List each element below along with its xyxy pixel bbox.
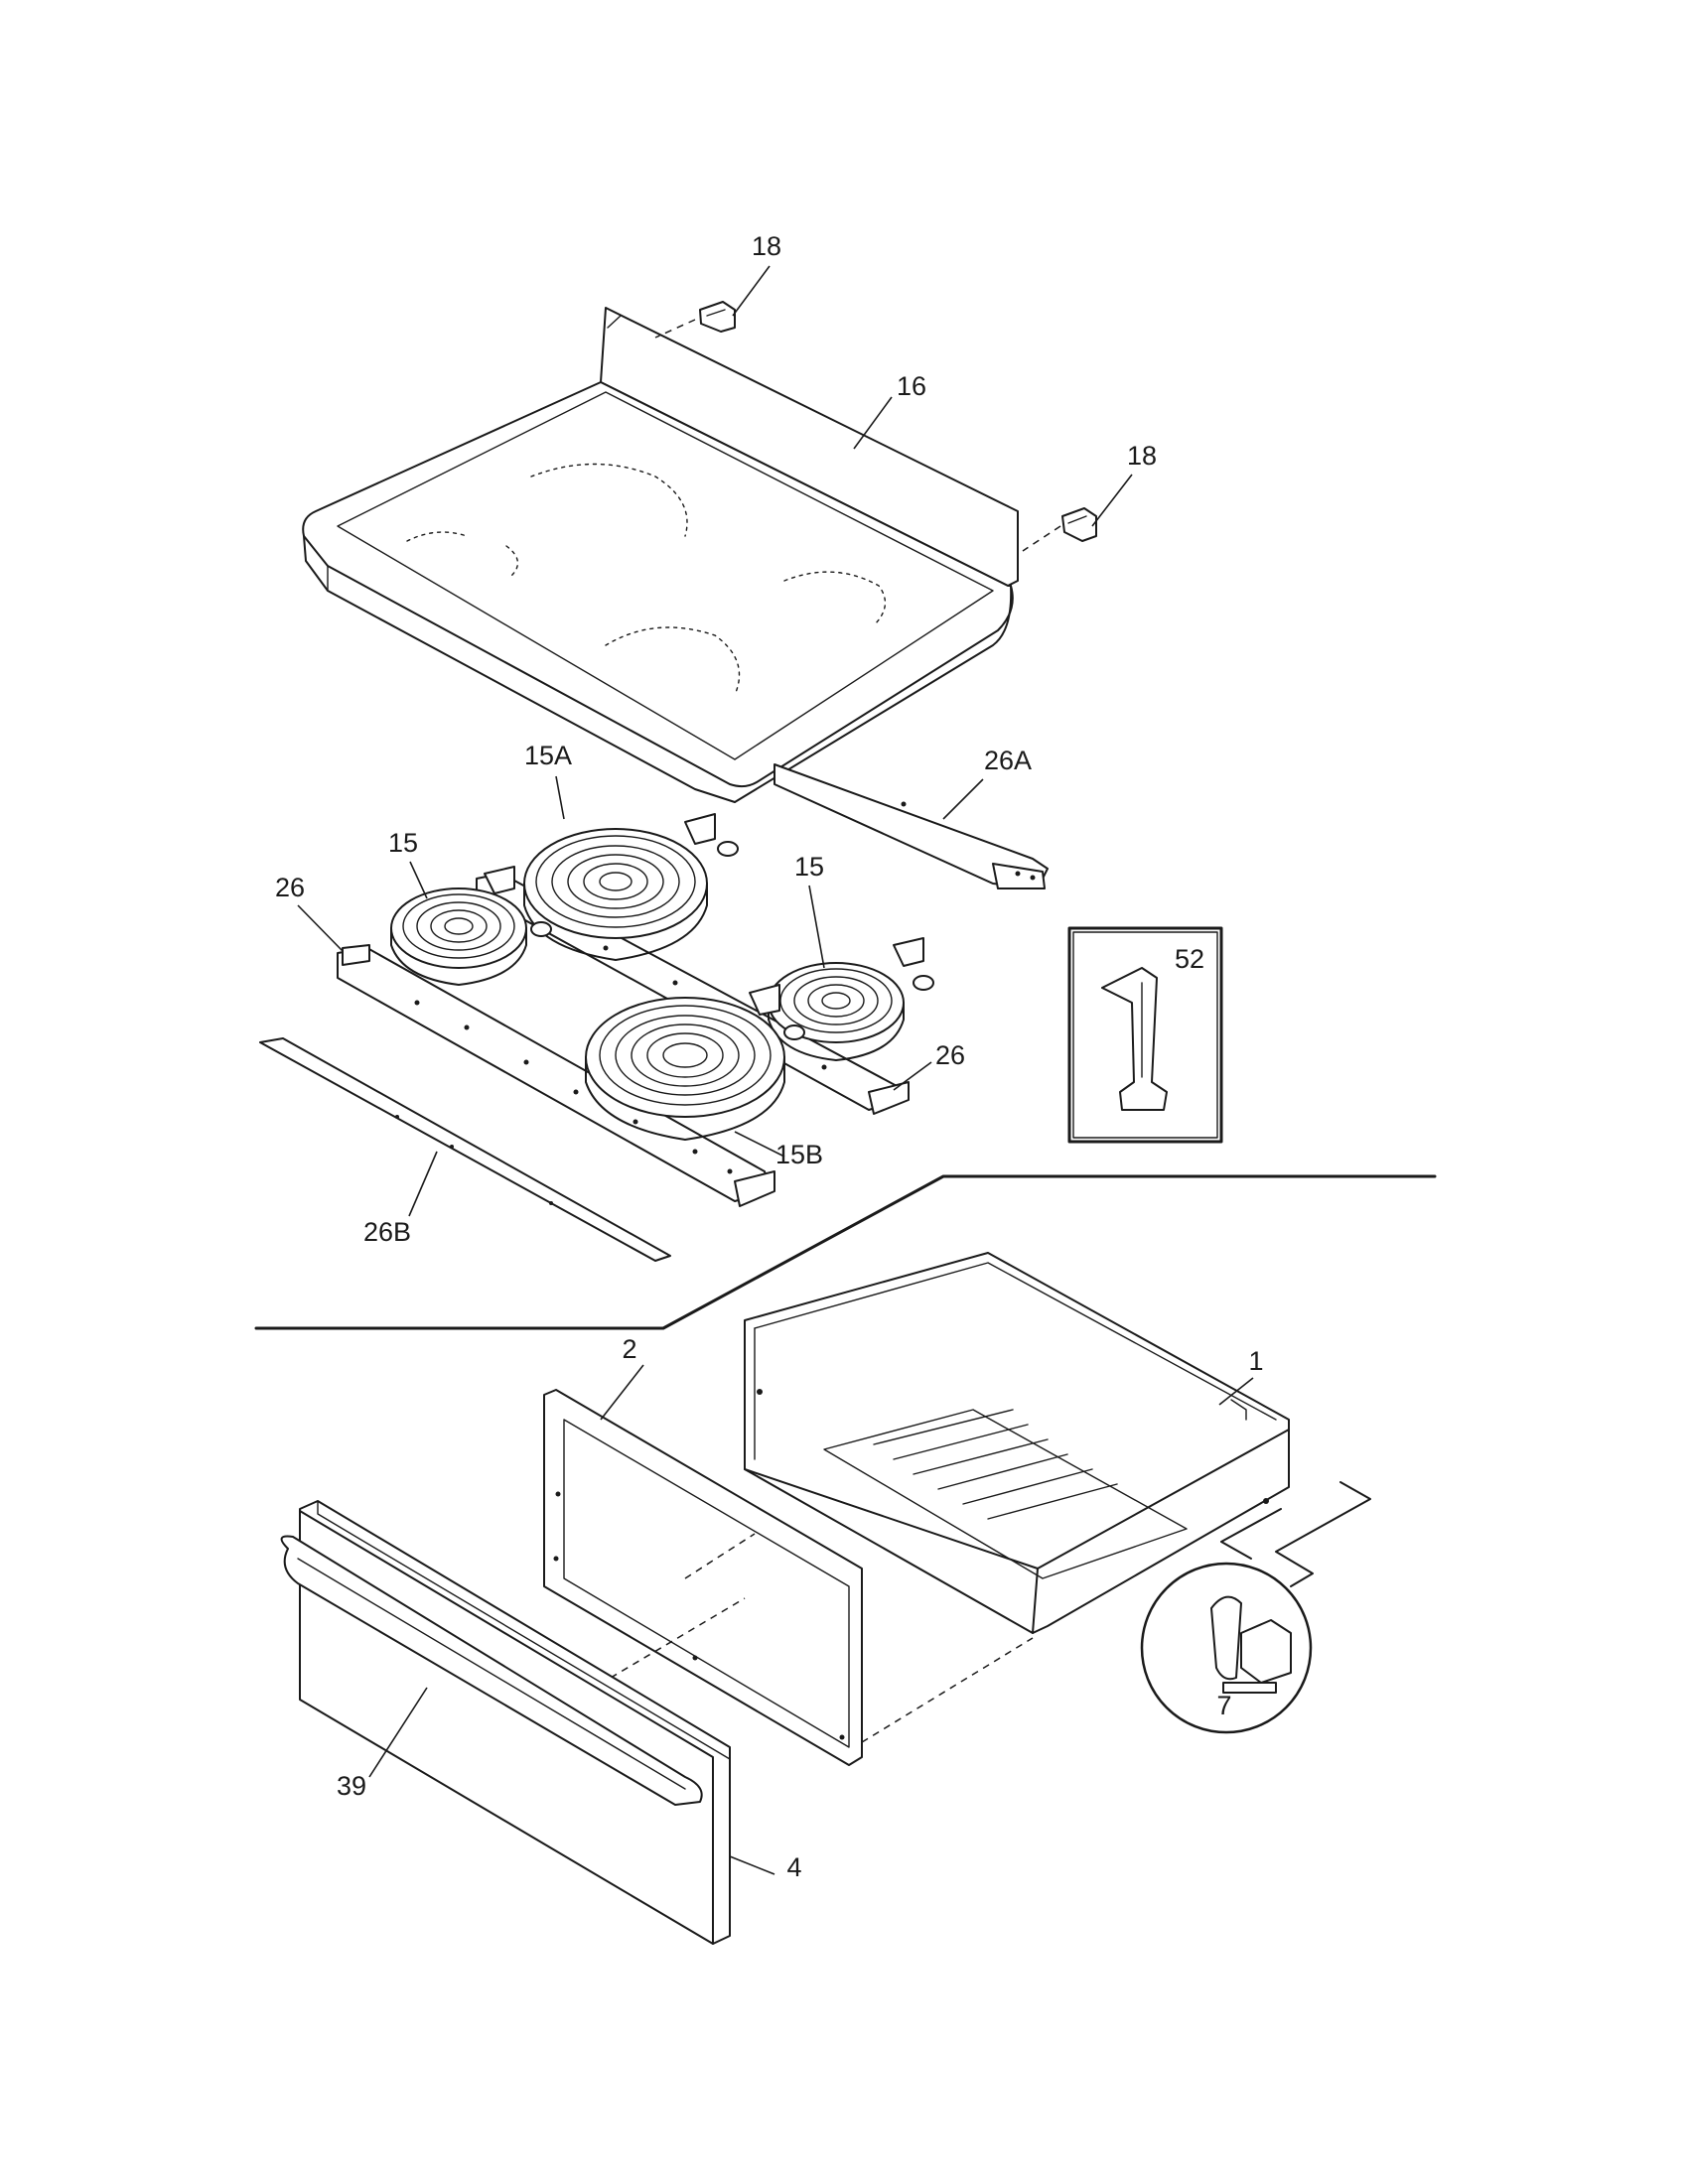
drawer-panel-part-2 xyxy=(543,1389,863,1766)
bracket-part-26A xyxy=(774,763,1049,889)
callout-4: 4 xyxy=(786,1852,801,1882)
callout-15A: 15A xyxy=(524,741,572,770)
leader-lines xyxy=(297,265,1254,1875)
clip-part-18-left xyxy=(654,301,736,339)
element-part-15B xyxy=(585,984,805,1141)
callout-15-left: 15 xyxy=(388,828,418,858)
drawer-handle-part-39 xyxy=(280,1535,703,1806)
inset-detail-52 xyxy=(1067,926,1223,1144)
callout-1: 1 xyxy=(1248,1346,1263,1376)
drawer-body-part-1 xyxy=(744,1252,1290,1634)
inset-detail-7 xyxy=(1140,1481,1371,1734)
section-divider-line xyxy=(254,1174,1437,1330)
callout-7: 7 xyxy=(1216,1691,1231,1720)
callout-26-right: 26 xyxy=(935,1040,965,1070)
bracket-part-26-left xyxy=(337,944,775,1207)
clip-part-18-right xyxy=(1022,507,1097,552)
callout-26B: 26B xyxy=(363,1217,411,1247)
callout-16: 16 xyxy=(897,371,926,401)
callout-2: 2 xyxy=(622,1334,636,1364)
callout-15B: 15B xyxy=(775,1140,823,1169)
callout-26-left: 26 xyxy=(275,873,305,902)
callout-15-right: 15 xyxy=(794,852,824,882)
element-part-15-left xyxy=(390,866,552,986)
callout-18-top: 18 xyxy=(752,231,781,261)
callout-39: 39 xyxy=(337,1771,366,1801)
element-part-15A xyxy=(523,813,739,961)
callout-18-right: 18 xyxy=(1127,441,1157,471)
callout-52: 52 xyxy=(1175,944,1204,974)
callout-26A: 26A xyxy=(984,746,1032,775)
trim-part-26B xyxy=(259,1037,671,1262)
cooktop-glass-part xyxy=(302,307,1019,803)
